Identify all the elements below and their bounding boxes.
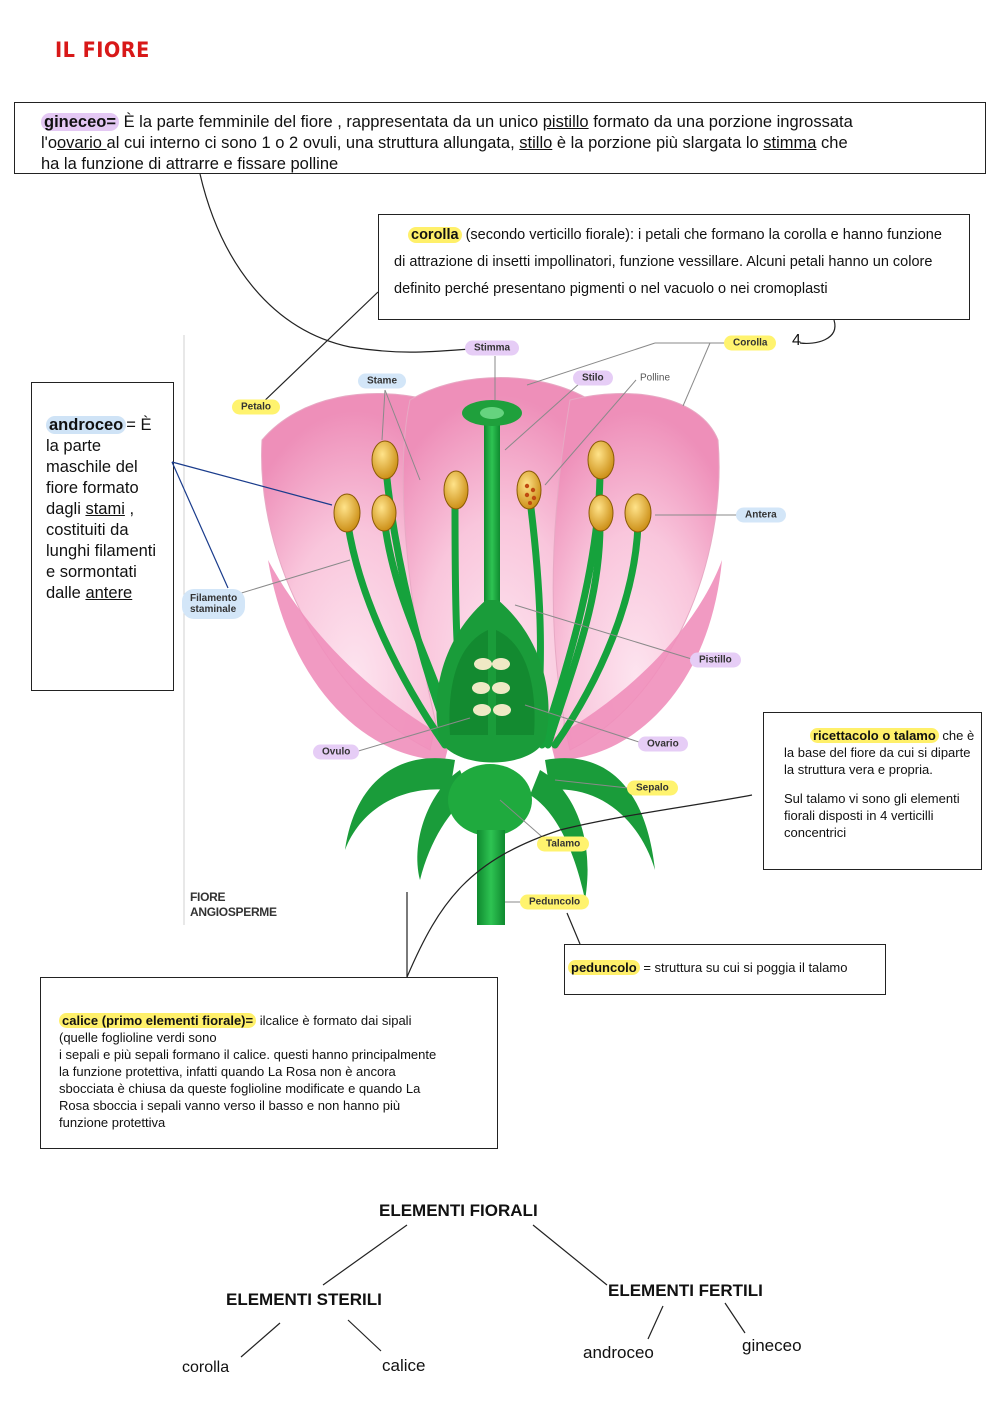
label-stimma: Stimma bbox=[465, 340, 520, 356]
gineceo-text: l'o bbox=[41, 134, 57, 152]
label-talamo: Talamo bbox=[537, 836, 590, 852]
style bbox=[484, 420, 500, 610]
gineceo-ovario: ovario bbox=[57, 134, 107, 152]
androceo-term: androceo bbox=[46, 416, 127, 434]
peduncolo-term: peduncolo bbox=[568, 960, 640, 975]
androceo-text: , costituiti da lunghi filamenti e sormo… bbox=[46, 500, 157, 602]
ovule bbox=[492, 682, 510, 694]
gineceo-term: gineceo= bbox=[41, 113, 119, 131]
calice-to-sepalo-line bbox=[406, 794, 753, 978]
gineceo-pistillo: pistillo bbox=[542, 113, 589, 131]
anther bbox=[588, 494, 614, 532]
corolla-text: (secondo verticillo fiorale): i petali c… bbox=[394, 227, 942, 297]
anther bbox=[371, 440, 399, 480]
label-ovario: Ovario bbox=[638, 736, 688, 752]
anther bbox=[624, 493, 652, 533]
label-antera: Antera bbox=[736, 507, 786, 523]
gineceo-text: al cui interno ci sono 1 o 2 ovuli, una … bbox=[106, 134, 520, 152]
sepal-right bbox=[545, 758, 655, 870]
diagram-caption: FIORE ANGIOSPERME bbox=[190, 890, 277, 919]
peduncle bbox=[477, 830, 505, 925]
ricettacolo-text: che è la base del fiore da cui si dipart… bbox=[784, 728, 975, 777]
ovule bbox=[474, 658, 492, 670]
corolla-mark: 4 bbox=[792, 332, 801, 349]
gineceo-stimma: stimma bbox=[763, 134, 817, 152]
ricettacolo-box: ricettacolo o talamo che è la base del f… bbox=[763, 712, 982, 870]
sepal-left bbox=[345, 758, 455, 850]
calice-text: ilcalice è formato dai sipali (quelle fo… bbox=[59, 1013, 437, 1130]
gineceo-text: che bbox=[816, 134, 848, 152]
label-sepalo: Sepalo bbox=[627, 780, 678, 796]
label-polline: Polline bbox=[640, 372, 671, 384]
label-filamento: Filamento staminale bbox=[182, 589, 246, 619]
label-ovulo: Ovulo bbox=[313, 744, 360, 760]
label-pistillo: Pistillo bbox=[690, 652, 741, 668]
label-petalo: Petalo bbox=[232, 399, 281, 415]
filament bbox=[344, 521, 449, 749]
label-peduncolo: Peduncolo bbox=[520, 894, 590, 910]
gineceo-line-1: gineceo= È la parte femminile del fiore … bbox=[41, 112, 959, 133]
label-corolla: Corolla bbox=[724, 335, 777, 351]
corolla-to-petalo-line bbox=[257, 291, 379, 408]
tree-leaf-gineceo: gineceo bbox=[742, 1336, 802, 1355]
ricettacolo-term: ricettacolo o talamo bbox=[810, 728, 939, 743]
androceo-text: = È la parte maschile del fiore formato … bbox=[46, 416, 152, 518]
tree-leaf-androceo: androceo bbox=[583, 1343, 654, 1362]
anther bbox=[333, 493, 361, 533]
ricettacolo-par-1: ricettacolo o talamo che è la base del f… bbox=[784, 727, 977, 778]
receptacle bbox=[448, 764, 532, 836]
label-stilo: Stilo bbox=[573, 370, 613, 386]
pollen-grains bbox=[524, 483, 537, 505]
ovule bbox=[492, 658, 510, 670]
androceo-lines bbox=[171, 461, 333, 589]
pistil bbox=[436, 400, 549, 763]
peduncolo-text: = struttura su cui si poggia il talamo bbox=[639, 960, 848, 975]
gineceo-stillo: stillo bbox=[519, 134, 553, 152]
peduncolo-line bbox=[566, 912, 581, 945]
tree-leaf-corolla: corolla bbox=[182, 1359, 230, 1376]
calice-term: calice (primo elementi fiorale)= bbox=[59, 1013, 257, 1028]
gineceo-text: È la parte femminile del fiore , rappres… bbox=[119, 113, 543, 131]
androceo-stami: stami bbox=[85, 500, 125, 518]
petal-front-right bbox=[550, 560, 722, 760]
annotation-lines bbox=[199, 173, 836, 978]
sepal-right-2 bbox=[530, 770, 588, 900]
gineceo-to-stimma-line bbox=[199, 173, 471, 353]
tree-lines bbox=[240, 1224, 746, 1358]
label-stame: Stame bbox=[358, 373, 407, 389]
anther bbox=[371, 494, 397, 532]
corolla-to-label-hook bbox=[799, 319, 836, 345]
androceo-box: androceo= È la parte maschile del fiore … bbox=[31, 382, 174, 691]
gineceo-line-2: l'oovario al cui interno ci sono 1 o 2 o… bbox=[41, 133, 959, 154]
gineceo-box: gineceo= È la parte femminile del fiore … bbox=[14, 102, 986, 174]
calice-box: calice (primo elementi fiorale)= ilcalic… bbox=[40, 977, 498, 1149]
androceo-antere: antere bbox=[85, 584, 133, 602]
ovule bbox=[472, 682, 490, 694]
label-leaders bbox=[224, 342, 745, 903]
filament bbox=[544, 521, 604, 749]
stigma-center bbox=[480, 407, 504, 419]
gineceo-text: formato da una porzione ingrossata bbox=[588, 113, 853, 131]
gineceo-text: è la porzione più slargata lo bbox=[552, 134, 764, 152]
ovule bbox=[473, 704, 491, 716]
gineceo-line-3: ha la funzione di attrarre e fissare pol… bbox=[41, 155, 339, 173]
anther bbox=[587, 440, 615, 480]
tree-sterili: ELEMENTI STERILI bbox=[226, 1290, 382, 1309]
page-title: IL FIORE bbox=[55, 38, 150, 62]
petal-front-left bbox=[268, 560, 450, 760]
tree-root: ELEMENTI FIORALI bbox=[379, 1201, 538, 1220]
ovule bbox=[493, 704, 511, 716]
peduncolo-box: peduncolo = struttura su cui si poggia i… bbox=[564, 944, 886, 995]
tree-fertili: ELEMENTI FERTILI bbox=[608, 1281, 763, 1300]
corolla-box: corolla (secondo verticillo fiorale): i … bbox=[378, 214, 970, 320]
anther bbox=[443, 470, 469, 510]
tree-leaf-calice: calice bbox=[382, 1356, 426, 1375]
corolla-term: corolla bbox=[408, 227, 462, 243]
ricettacolo-par-2: Sul talamo vi sono gli elementi fiorali … bbox=[784, 791, 960, 840]
